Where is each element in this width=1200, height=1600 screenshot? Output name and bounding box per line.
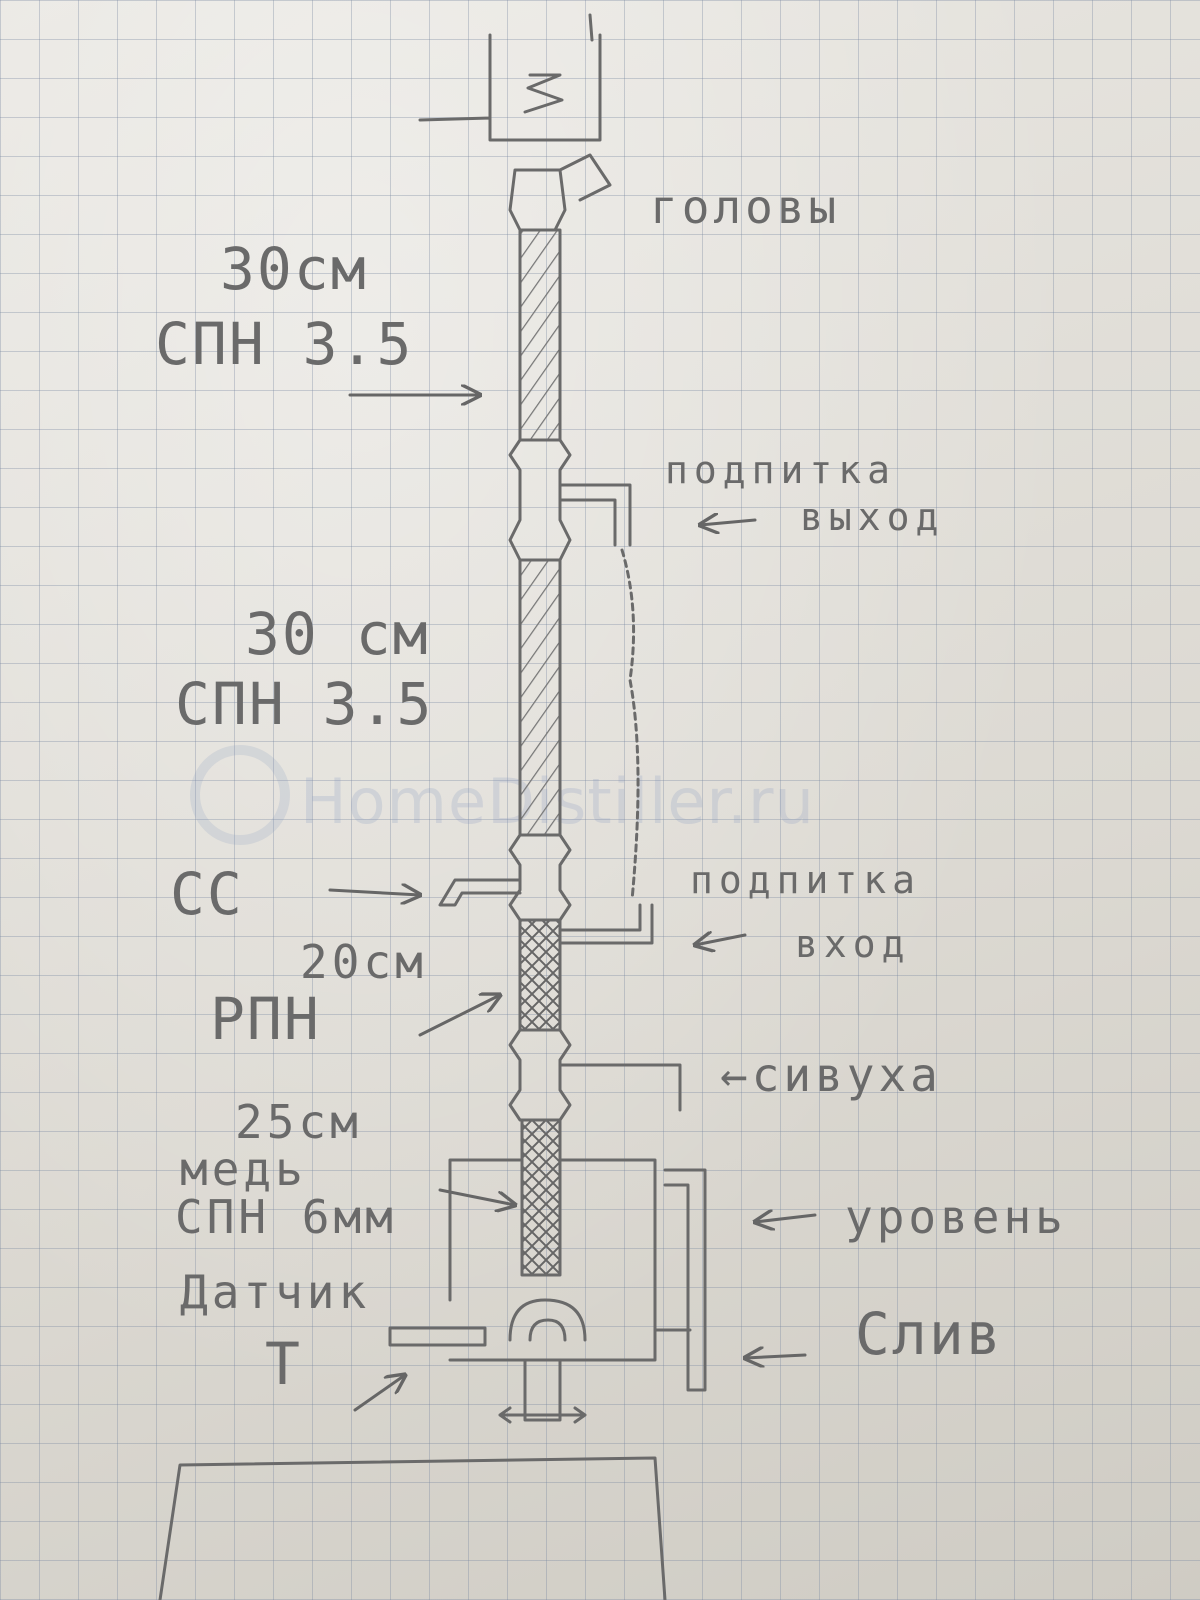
condenser	[418, 13, 602, 142]
vessel	[448, 1158, 657, 1362]
top-coupling	[508, 153, 612, 232]
section-2-tube	[518, 558, 562, 837]
label-section-1-packing: СПН 3.5	[155, 310, 414, 378]
label-section-4-length: 25см	[235, 1095, 362, 1149]
section-3-tube	[518, 918, 562, 1032]
vapor-cap	[508, 1298, 587, 1342]
watermark-logo-icon	[190, 745, 290, 845]
label-feed-in-1: подпитка	[690, 858, 922, 902]
arrow-level	[755, 1215, 817, 1222]
label-section-4-packing: СПН 6мм	[175, 1190, 397, 1244]
label-heads: головы	[650, 180, 841, 234]
label-feed-in-2: вход	[795, 922, 911, 966]
arrow-section-3	[418, 995, 500, 1037]
feed-out-pipe	[558, 483, 632, 547]
bottom-connection	[498, 1358, 587, 1424]
arrow-cc	[328, 890, 420, 895]
label-section-3-packing: РПН	[210, 985, 321, 1053]
label-fusel: ←сивуха	[720, 1048, 942, 1102]
feed-in-pipe	[558, 903, 654, 945]
label-section-2-packing: СПН 3.5	[175, 670, 434, 738]
fusel-outlet	[558, 1063, 682, 1112]
label-feed-out-2: выход	[800, 495, 945, 539]
sensor-t	[388, 1326, 487, 1347]
feed-hose	[620, 548, 640, 902]
arrow-drain	[745, 1355, 807, 1358]
label-sensor-2: Т	[265, 1330, 302, 1398]
coupling-4	[508, 1028, 572, 1122]
label-section-1-length: 30см	[220, 235, 368, 303]
label-section-4-material: медь	[180, 1142, 307, 1196]
label-sensor-1: Датчик	[180, 1265, 371, 1319]
section-4-tube	[520, 1118, 562, 1277]
label-cc: СС	[170, 860, 244, 928]
coupling-3	[508, 833, 572, 922]
label-feed-out-1: подпитка	[665, 448, 897, 492]
arrow-sensor	[353, 1375, 405, 1412]
arrow-feed-out	[700, 520, 757, 525]
label-drain: Слив	[855, 1300, 1003, 1368]
label-level: уровень	[845, 1190, 1067, 1244]
level-tube	[653, 1168, 707, 1392]
boiler	[158, 1456, 667, 1600]
arrow-feed-in	[695, 935, 747, 945]
label-section-2-length: 30 см	[245, 600, 430, 668]
cc-outlet	[438, 878, 522, 907]
label-section-3-length: 20см	[300, 935, 427, 989]
section-1-tube	[518, 228, 562, 442]
arrow-section-4	[438, 1188, 515, 1205]
